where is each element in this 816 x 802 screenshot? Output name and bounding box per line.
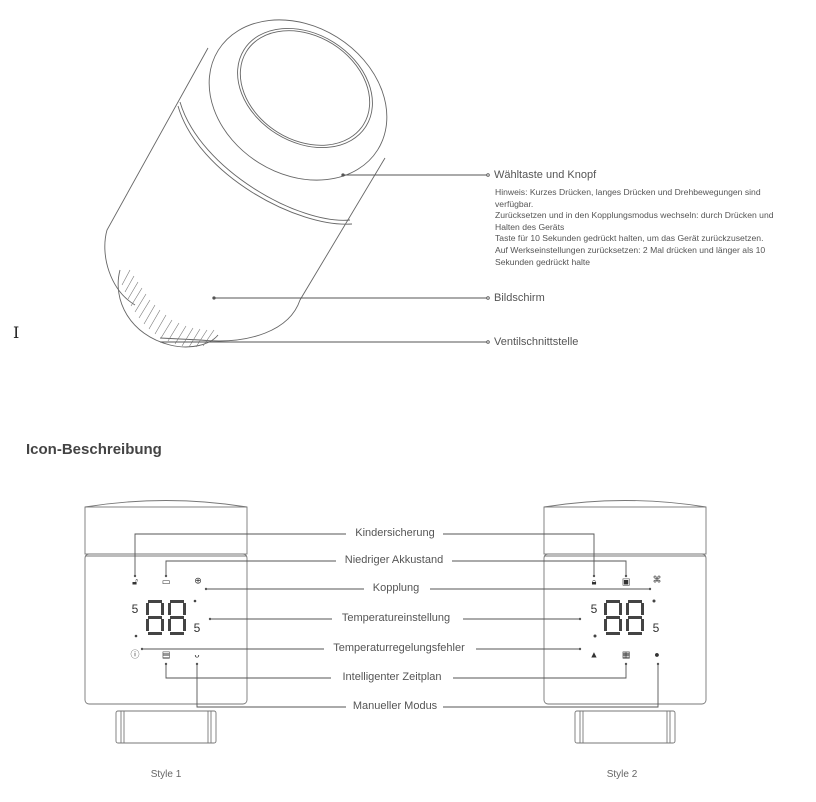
style-1-label: Style 1: [150, 769, 182, 780]
calendar-filled-icon: ▦: [621, 649, 631, 660]
label-temperature-setting: Temperatureinstellung: [337, 612, 455, 624]
lock-outline-icon: 🔓︎: [132, 576, 138, 587]
note-line: Zurücksetzen und in den Kopplungsmodus w…: [495, 210, 774, 232]
calendar-outline-icon: ▤: [161, 649, 171, 660]
label-low-battery: Niedriger Akkustand: [340, 554, 448, 566]
style-2-label: Style 2: [606, 769, 638, 780]
note-line: Taste für 10 Sekunden gedrückt halten, u…: [495, 233, 764, 244]
link-icon: ⌘: [652, 574, 662, 585]
lcd-s-segment: 5: [590, 602, 598, 616]
callout-valve-interface: Ventilschnittstelle: [494, 336, 579, 348]
note-line: Auf Werkseinstellungen zurücksetzen: 2 M…: [495, 244, 766, 267]
label-temperature-error: Temperaturregelungsfehler: [329, 642, 469, 654]
globe-icon: ⊕: [194, 575, 202, 586]
dial-button-note: Hinweis: Kurzes Drücken, langes Drücken …: [495, 187, 800, 268]
lcd-unit-segment: 5: [193, 621, 201, 635]
lcd-s-segment: 5: [131, 602, 139, 616]
note-line: Hinweis: Kurzes Drücken, langes Drücken …: [495, 187, 761, 209]
text-cursor-icon: I: [13, 323, 20, 342]
label-manual-mode: Manueller Modus: [348, 700, 442, 712]
warning-triangle-icon: ▲: [589, 649, 599, 660]
alert-circle-icon: ⓘ: [130, 649, 140, 660]
label-smart-schedule: Intelligenter Zeitplan: [338, 671, 446, 683]
lock-filled-icon: 🔒︎: [591, 576, 597, 587]
battery-filled-icon: ▣: [621, 576, 631, 587]
label-child-lock: Kindersicherung: [351, 527, 439, 539]
callout-dial-button: Wähltaste und Knopf: [494, 169, 597, 181]
callout-screen: Bildschirm: [494, 292, 545, 304]
lcd-unit-segment: 5: [652, 621, 660, 635]
label-pairing: Kopplung: [368, 582, 424, 594]
section-heading: Icon-Beschreibung: [26, 441, 162, 458]
hand-outline-icon: ᴗ: [194, 649, 200, 660]
hand-filled-icon: ●: [654, 649, 660, 660]
battery-outline-icon: ▭: [161, 576, 171, 587]
